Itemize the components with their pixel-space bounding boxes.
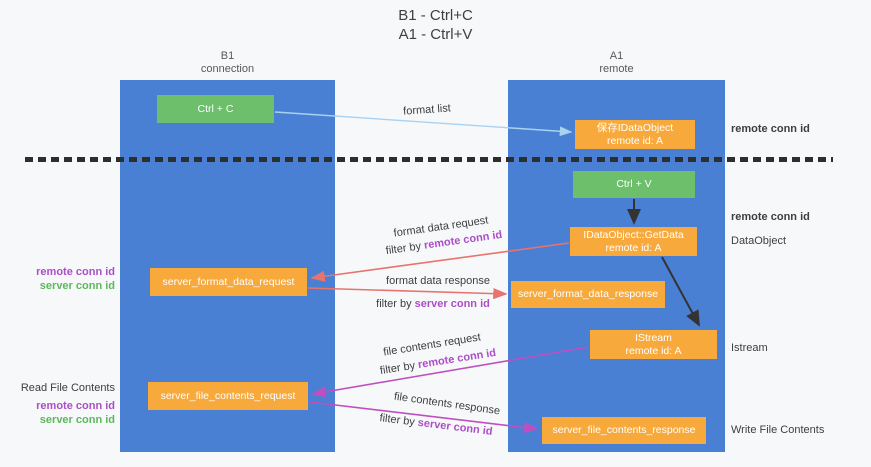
left-label-conn-ids-top: remote conn id server conn id bbox=[36, 265, 115, 293]
server-file-contents-request-label: server_file_contents_request bbox=[160, 389, 296, 402]
node-ctrl-c: Ctrl + C bbox=[157, 95, 274, 123]
left-remote-conn-id-2: remote conn id bbox=[36, 400, 115, 412]
getdata-line1: IDataObject::GetData bbox=[583, 228, 684, 241]
edge-label-format-data-response: format data response bbox=[386, 275, 490, 287]
title-line-1: B1 - Ctrl+C bbox=[398, 7, 473, 24]
lane-b1-name: B1 bbox=[220, 50, 235, 62]
right-label-remote-conn-id-top: remote conn id bbox=[731, 123, 810, 135]
node-save-idataobject: 保存IDataObject remote id: A bbox=[575, 120, 695, 149]
server-format-data-request-label: server_format_data_request bbox=[162, 275, 295, 288]
filter-prefix-3: filter by bbox=[379, 359, 420, 378]
edge-label-filter-server-2: filter by server conn id bbox=[379, 412, 493, 438]
filter-key-server-1: server conn id bbox=[414, 298, 490, 310]
save-idataobject-line1: 保存IDataObject bbox=[596, 121, 674, 134]
node-idataobject-getdata: IDataObject::GetData remote id: A bbox=[570, 227, 697, 256]
left-label-conn-ids-bottom: remote conn id server conn id bbox=[36, 399, 115, 427]
save-idataobject-line2: remote id: A bbox=[606, 134, 664, 147]
ctrl-c-label: Ctrl + C bbox=[197, 102, 234, 115]
node-server-file-contents-response: server_file_contents_response bbox=[542, 417, 706, 444]
ctrl-v-label: Ctrl + V bbox=[616, 178, 652, 190]
edge-label-file-contents-response: file contents response bbox=[393, 390, 501, 418]
server-format-data-response-label: server_format_data_response bbox=[517, 288, 659, 300]
right-label-dataobject: DataObject bbox=[731, 235, 787, 247]
lane-header-b1: B1 connection bbox=[120, 50, 335, 76]
node-server-file-contents-request: server_file_contents_request bbox=[148, 382, 308, 410]
node-server-format-data-request: server_format_data_request bbox=[150, 268, 307, 296]
lane-b1-role: connection bbox=[200, 63, 255, 75]
filter-prefix-4: filter by bbox=[378, 412, 419, 429]
left-label-read-file-contents: Read File Contents bbox=[20, 382, 115, 394]
filter-prefix-1: filter by bbox=[385, 239, 425, 258]
right-label-remote-conn-id-mid: remote conn id bbox=[731, 211, 810, 223]
edge-label-format-list: format list bbox=[402, 102, 452, 118]
diagram-title: B1 - Ctrl+C A1 - Ctrl+V bbox=[0, 6, 871, 44]
node-server-format-data-response: server_format_data_response bbox=[511, 281, 665, 308]
left-server-conn-id-2: server conn id bbox=[39, 414, 115, 426]
left-server-conn-id-1: server conn id bbox=[39, 280, 115, 292]
right-label-write-file-contents: Write File Contents bbox=[731, 424, 825, 436]
left-remote-conn-id-1: remote conn id bbox=[36, 266, 115, 278]
format-data-response-arrow bbox=[307, 287, 508, 300]
istream-line1: IStream bbox=[635, 331, 672, 344]
server-file-contents-response-label: server_file_contents_response bbox=[552, 424, 696, 436]
filter-key-server-2: server conn id bbox=[417, 416, 494, 438]
right-label-istream: Istream bbox=[731, 342, 768, 354]
node-ctrl-v: Ctrl + V bbox=[573, 171, 695, 198]
node-istream: IStream remote id: A bbox=[590, 330, 717, 359]
title-line-2: A1 - Ctrl+V bbox=[398, 26, 473, 43]
lane-header-a1: A1 remote bbox=[508, 50, 725, 76]
filter-prefix-2: filter by bbox=[376, 298, 415, 310]
edge-label-filter-server-1: filter by server conn id bbox=[376, 298, 490, 310]
getdata-line2: remote id: A bbox=[605, 241, 662, 254]
lane-a1-role: remote bbox=[599, 63, 634, 75]
copy-paste-divider-dashed-line bbox=[25, 157, 833, 162]
istream-line2: remote id: A bbox=[625, 344, 682, 357]
lane-a1-name: A1 bbox=[609, 50, 624, 62]
